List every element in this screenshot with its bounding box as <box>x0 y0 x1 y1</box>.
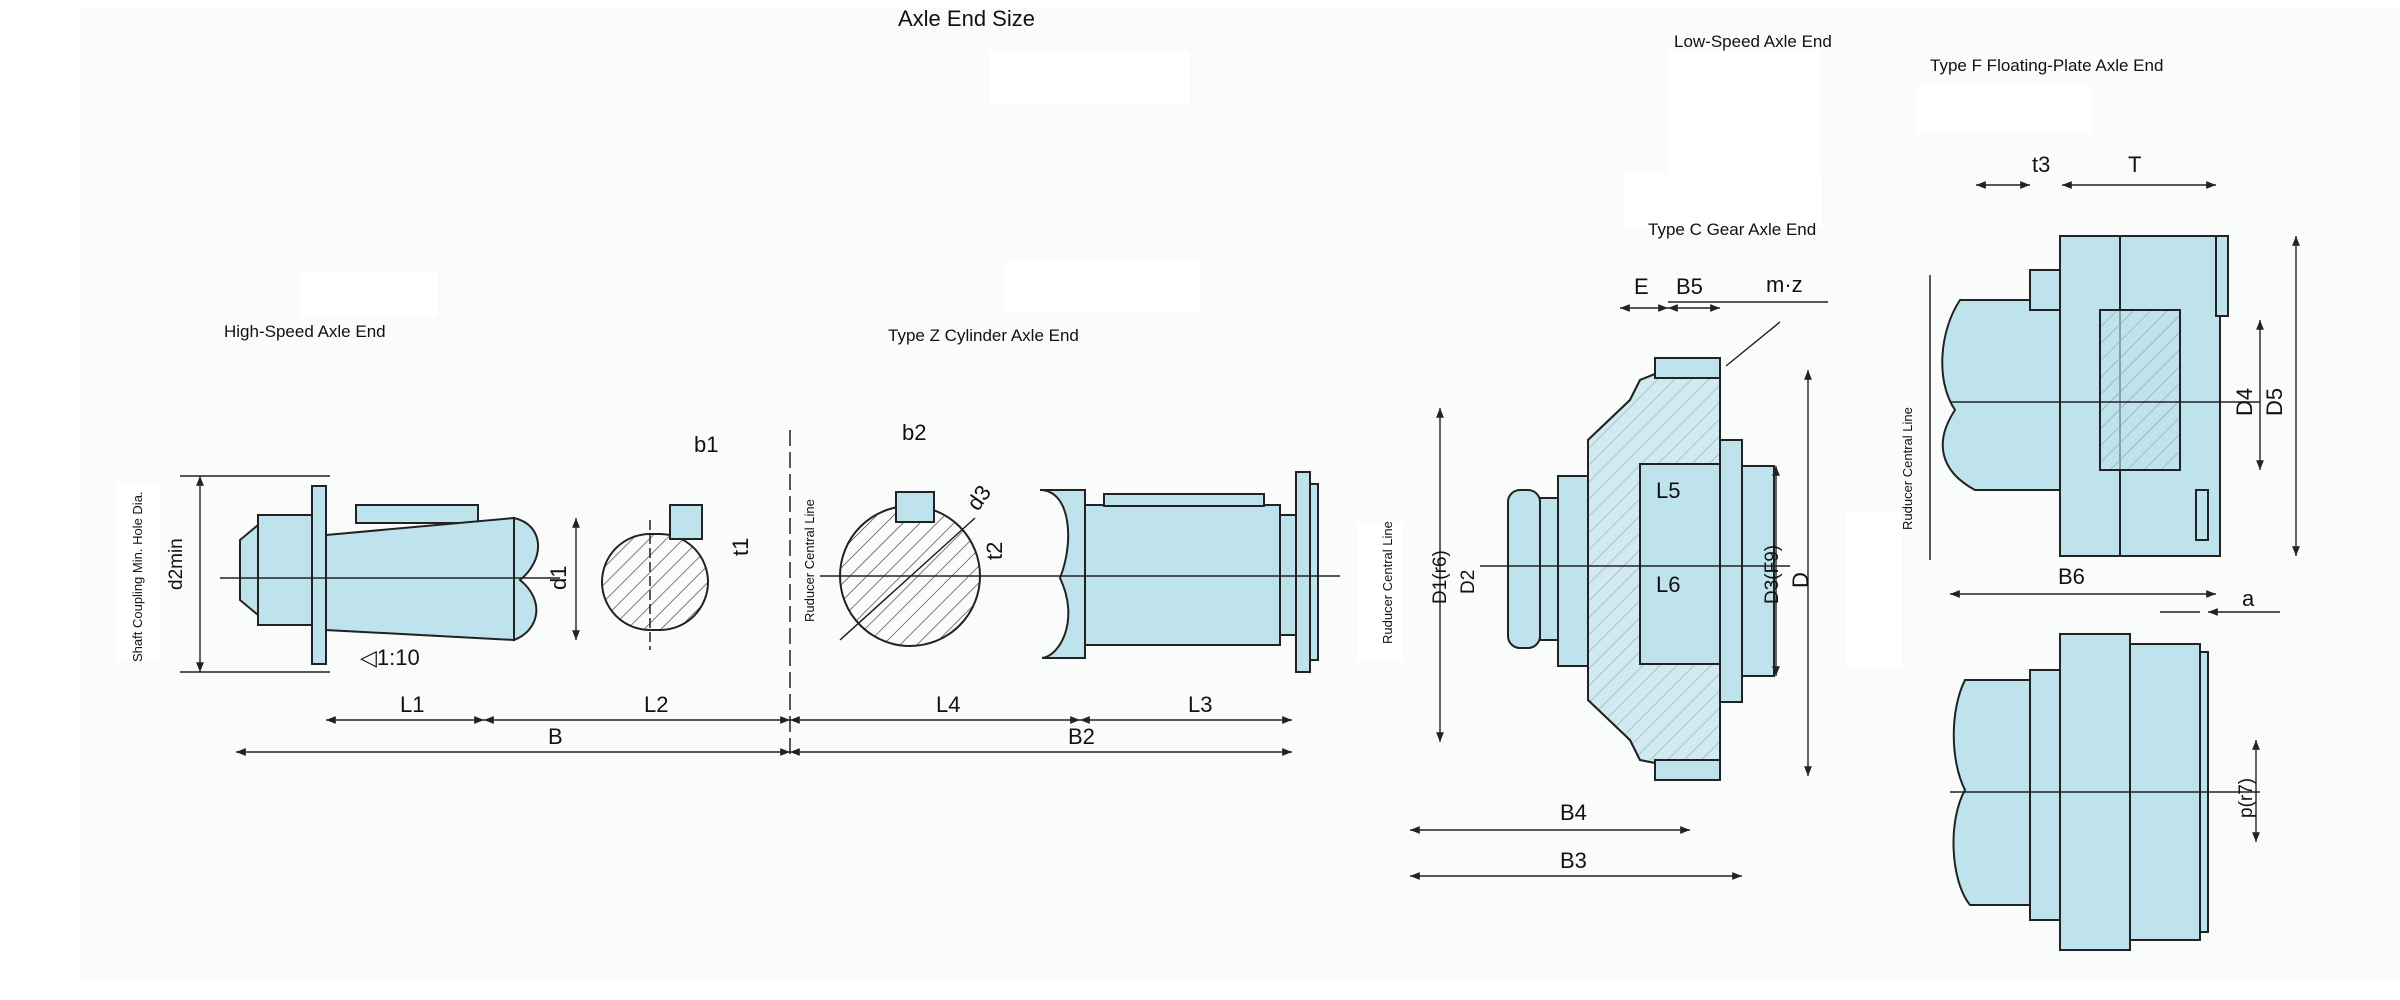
dim-D4: D4 <box>2232 388 2257 416</box>
section-type-z: Type Z Cylinder Axle End <box>888 326 1079 345</box>
dim-d1: d1 <box>546 566 571 590</box>
dim-d3: d3 <box>962 480 997 514</box>
dim-L6: L6 <box>1656 572 1680 597</box>
dim-B5: B5 <box>1676 274 1703 299</box>
blank-patch <box>1846 512 1902 666</box>
blank-patch <box>1004 262 1200 312</box>
section-high-speed: High-Speed Axle End <box>224 322 386 341</box>
dim-D2: D2 <box>1458 570 1479 594</box>
blank-patch <box>1624 172 1822 228</box>
dim-b1: b1 <box>694 432 718 457</box>
type-f-plate-upper <box>1941 235 2229 557</box>
dim-taper: ◁1:10 <box>360 645 420 670</box>
section-type-f: Type F Floating-Plate Axle End <box>1930 56 2164 75</box>
dim-b2: b2 <box>902 420 926 445</box>
dim-p: p(r7) <box>2236 778 2257 818</box>
dim-mz: m·z <box>1766 272 1803 297</box>
dim-D: D <box>1788 572 1813 588</box>
label-reducer-line-1: Ruducer Central Line <box>802 499 817 622</box>
dimension-lines <box>180 181 2300 880</box>
dim-L2: L2 <box>644 692 668 717</box>
dim-D5: D5 <box>2262 388 2287 416</box>
dim-E: E <box>1634 274 1649 299</box>
blank-patch <box>1358 522 1402 662</box>
blank-patch <box>300 272 438 318</box>
label-shaft-coupling: Shaft Coupling Min. Hole Dia. <box>130 491 145 662</box>
dim-L1: L1 <box>400 692 424 717</box>
dim-T: T <box>2128 152 2141 177</box>
blank-patch <box>990 50 1190 104</box>
dim-B3: B3 <box>1560 848 1587 873</box>
blank-patch <box>1668 52 1820 172</box>
dim-L5: L5 <box>1656 478 1680 503</box>
dim-t3: t3 <box>2032 152 2050 177</box>
type-c-gear-shaft <box>1507 357 1775 781</box>
dim-D3: D3(F9) <box>1762 545 1783 604</box>
type-z-shaft <box>839 471 1319 673</box>
section-low-speed: Low-Speed Axle End <box>1674 32 1832 51</box>
dim-B: B <box>548 724 563 749</box>
type-f-centerlines <box>1929 275 2260 793</box>
type-z-centerlines <box>789 430 1340 760</box>
dim-d2min: d2min <box>166 538 187 590</box>
dim-L3: L3 <box>1188 692 1212 717</box>
high-speed-shaft <box>239 485 709 665</box>
blank-patch <box>116 482 160 662</box>
dim-B4: B4 <box>1560 800 1587 825</box>
label-reducer-line-2: Ruducer Central Line <box>1380 521 1395 644</box>
label-reducer-line-3: Ruducer Central Line <box>1900 407 1915 530</box>
section-type-c: Type C Gear Axle End <box>1648 220 1817 239</box>
dim-D1: D1(r6) <box>1430 550 1451 604</box>
dim-t2: t2 <box>982 542 1007 560</box>
dim-t1: t1 <box>728 538 753 556</box>
dim-B6: B6 <box>2058 564 2085 589</box>
dim-B2: B2 <box>1068 724 1095 749</box>
page-title: Axle End Size <box>898 6 1035 31</box>
blank-patch <box>1916 86 2092 134</box>
dim-L4: L4 <box>936 692 960 717</box>
dim-a: a <box>2242 586 2255 611</box>
high-speed-centerlines <box>220 520 651 650</box>
